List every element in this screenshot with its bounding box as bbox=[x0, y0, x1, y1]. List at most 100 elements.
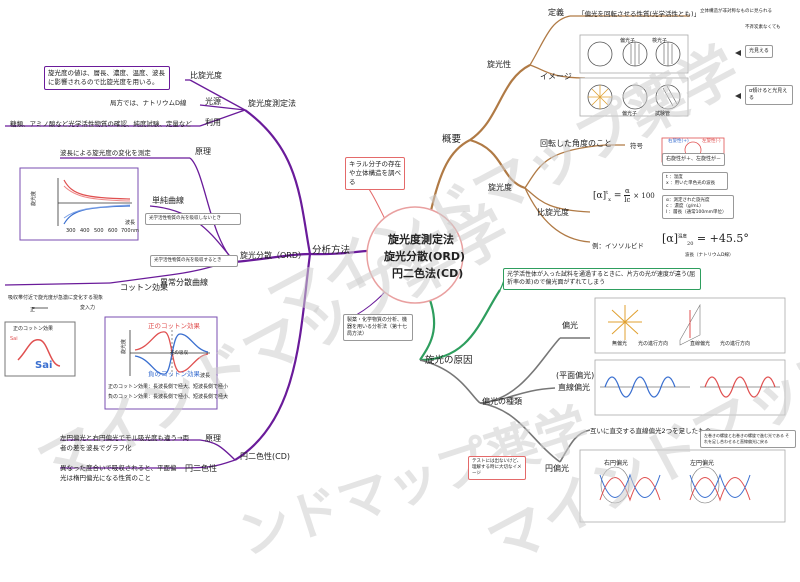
plot-tick: 300 bbox=[66, 228, 76, 234]
travel-label-2: 光の進行方向 bbox=[720, 341, 751, 347]
formula-note-1: t ：温度 x ：用いた単色光の波長 bbox=[662, 172, 728, 190]
linear-wave-diagram bbox=[594, 359, 786, 416]
formula-sub: x bbox=[608, 196, 611, 203]
right-circ-label: 右円偏光 bbox=[604, 460, 629, 467]
plain-curve-label[interactable]: 単純曲線 bbox=[152, 196, 184, 205]
cotton-plot-ylabel: 旋光度 bbox=[121, 338, 128, 355]
small-side: 変入力 bbox=[80, 305, 96, 311]
example-value: = +45.5° bbox=[696, 232, 749, 245]
linear-label: 直線偏光 bbox=[690, 341, 711, 347]
analyzer-label: 検光子 bbox=[652, 38, 668, 44]
circular-side: 左巻きの螺旋と右巻きの螺旋で進む光である それを足し合わせると直線偏光に戻る bbox=[700, 430, 796, 448]
use-label[interactable]: 利用 bbox=[205, 118, 221, 127]
specific-formula: [α]tx = α lc × 100 bbox=[593, 187, 655, 204]
right-bottom-branches bbox=[419, 289, 501, 362]
specific-label[interactable]: 比旋光度 bbox=[537, 208, 569, 217]
center-title-1: 旋光度測定法 bbox=[388, 233, 454, 246]
circular-note: 互いに直交する直線偏光2つを足したもの bbox=[590, 427, 712, 435]
measure-title[interactable]: 旋光度測定法 bbox=[248, 99, 296, 108]
def-side-2: 不斉炭素なくても bbox=[745, 25, 781, 30]
cd-title[interactable]: 円二色性(CD) bbox=[240, 452, 290, 461]
polarizer-image bbox=[579, 34, 741, 117]
cotton-desc-2: 負のコットン効果：長波長側で極小、短波長側で極大 bbox=[108, 394, 229, 400]
sign-label[interactable]: 符号 bbox=[630, 142, 643, 150]
rotate-note: α傾けると光見える bbox=[745, 85, 793, 105]
light-source-note: 局方では、ナトリウムD線 bbox=[110, 99, 187, 107]
example-sub: 20 bbox=[687, 241, 694, 248]
no-polar-label: 無偏光 bbox=[612, 341, 628, 347]
right-top-sub-branches bbox=[524, 15, 690, 243]
formula-eq: = bbox=[613, 191, 622, 201]
plane-label[interactable]: (平面偏光) bbox=[556, 371, 595, 380]
types-label[interactable]: 偏光の種類 bbox=[482, 397, 522, 406]
cd-principle-label[interactable]: 原理 bbox=[205, 434, 221, 443]
plane2-label[interactable]: 直線偏光 bbox=[558, 383, 590, 392]
plot-tick: 400 bbox=[80, 228, 90, 234]
plain-curve-plot bbox=[19, 167, 139, 241]
formula-num: α bbox=[624, 187, 631, 196]
abs-label: 光の吸収 bbox=[170, 351, 188, 356]
cotton-label[interactable]: コットン効果 bbox=[120, 283, 168, 292]
polarized-label[interactable]: 偏光 bbox=[562, 321, 578, 330]
polarizer-label-2: 偏光子 bbox=[622, 111, 638, 117]
right-top-branches bbox=[428, 64, 531, 216]
circular-label[interactable]: 円偏光 bbox=[545, 464, 569, 473]
anomalous-label[interactable]: 異常分散曲線 bbox=[160, 278, 208, 287]
small-arrow: 正 bbox=[30, 307, 36, 313]
small-chart-label-2: Sai bbox=[35, 360, 53, 371]
cotton-note: 吸収帯付近で旋光度が急激に変化する現象 bbox=[8, 295, 104, 301]
left-rot-label: 左旋性(-) bbox=[702, 139, 721, 144]
use-note: 糖類、アミノ酸など光学活性物質の確認、純度試験、定量など bbox=[10, 120, 192, 128]
t-note: t ：温度 bbox=[666, 175, 683, 180]
rotation-title[interactable]: 旋光度 bbox=[488, 183, 512, 192]
plot-tick: 600 bbox=[108, 228, 118, 234]
example-alpha: [α] bbox=[662, 232, 679, 245]
specific-rotation-note: 旋光度の値は、層長、濃度、温度、波長に影響されるので比旋光度を用いる。 bbox=[44, 66, 170, 90]
definition-label[interactable]: 定義 bbox=[548, 8, 564, 17]
plot-tick: nm bbox=[131, 228, 140, 234]
example-label[interactable]: 例：イソソルビド bbox=[592, 242, 644, 250]
cd-note: 異なった度合いで吸収されると、平面偏光は楕円偏光になる性質のこと bbox=[60, 464, 177, 482]
overview-label[interactable]: 概要 bbox=[442, 134, 462, 145]
cotton-plot-xlabel: 波長 bbox=[200, 373, 211, 379]
test-note: テストには出ないけど、理解する時に大切なイメージ bbox=[468, 456, 526, 480]
small-chart-label: Sai bbox=[10, 336, 18, 342]
center-title-2: 旋光分散(ORD) bbox=[384, 250, 466, 263]
small-chart-title: 正のコットン効果 bbox=[13, 326, 54, 332]
ord-principle-label[interactable]: 原理 bbox=[195, 147, 211, 156]
example-formula: [α]温度20 = +45.5° bbox=[662, 232, 749, 247]
formula-alpha: [α] bbox=[593, 191, 607, 201]
cause-title[interactable]: 旋光の原因 bbox=[425, 355, 473, 366]
mindmap-canvas bbox=[4, 15, 786, 523]
def-side-1: 立体構造が非対称なものに見られる bbox=[700, 9, 772, 14]
formula-mul: × 100 bbox=[633, 192, 655, 200]
ord-title[interactable]: 旋光分散（ORD） bbox=[240, 251, 307, 260]
specific-rotation-label[interactable]: 比旋光度 bbox=[190, 71, 222, 80]
cd-label[interactable]: 円二色性 bbox=[185, 464, 217, 473]
cotton-desc-1: 正のコットン効果：長波長側で極大、短波長側で極小 bbox=[108, 384, 229, 390]
light-source-label[interactable]: 光源 bbox=[205, 97, 221, 106]
left-sub-branches bbox=[4, 79, 246, 469]
formula-fraction: α lc bbox=[624, 187, 631, 204]
cd-principle-note: 左円偏光と右円偏光でモル吸光度も違う→両者の差を波長でグラフ化 bbox=[60, 434, 189, 452]
center-note-top: キラル分子の存在や立体構造を調べる bbox=[345, 157, 405, 190]
c-note: c ：濃度（g/mL） bbox=[666, 204, 704, 209]
left-circ-label: 左円偏光 bbox=[690, 460, 715, 467]
image-label[interactable]: イメージ bbox=[540, 72, 572, 81]
optical-title[interactable]: 旋光性 bbox=[487, 60, 511, 69]
circular-wave-diagram bbox=[579, 449, 786, 523]
sample-tube-label: 試験管 bbox=[655, 111, 671, 117]
formula-note-2: α：測定された旋光度 c ：濃度（g/mL） l ：層長（通常100mm単位） bbox=[662, 195, 734, 219]
cause-note: 光学活性体が入った試料を通過するときに、片方の光が速度が違う(屈折率の差)ので偏… bbox=[503, 268, 701, 290]
anomalous-note: 光学活性物質の光を吸収するとき bbox=[150, 255, 238, 267]
travel-label-1: 光の進行方向 bbox=[638, 341, 669, 347]
plot-tick: 700 bbox=[121, 228, 131, 234]
small-cotton-chart bbox=[4, 307, 76, 377]
right-rot-label: 右旋性(+) bbox=[668, 139, 689, 144]
cotton-plot bbox=[104, 316, 218, 410]
formula-sup: t bbox=[606, 190, 609, 196]
angle-label[interactable]: 回転した角度のこと bbox=[540, 139, 612, 148]
center-node[interactable] bbox=[366, 206, 464, 304]
method-label[interactable]: 分析方法 bbox=[312, 245, 351, 256]
l-note: l ：層長（通常100mm単位） bbox=[666, 210, 727, 215]
